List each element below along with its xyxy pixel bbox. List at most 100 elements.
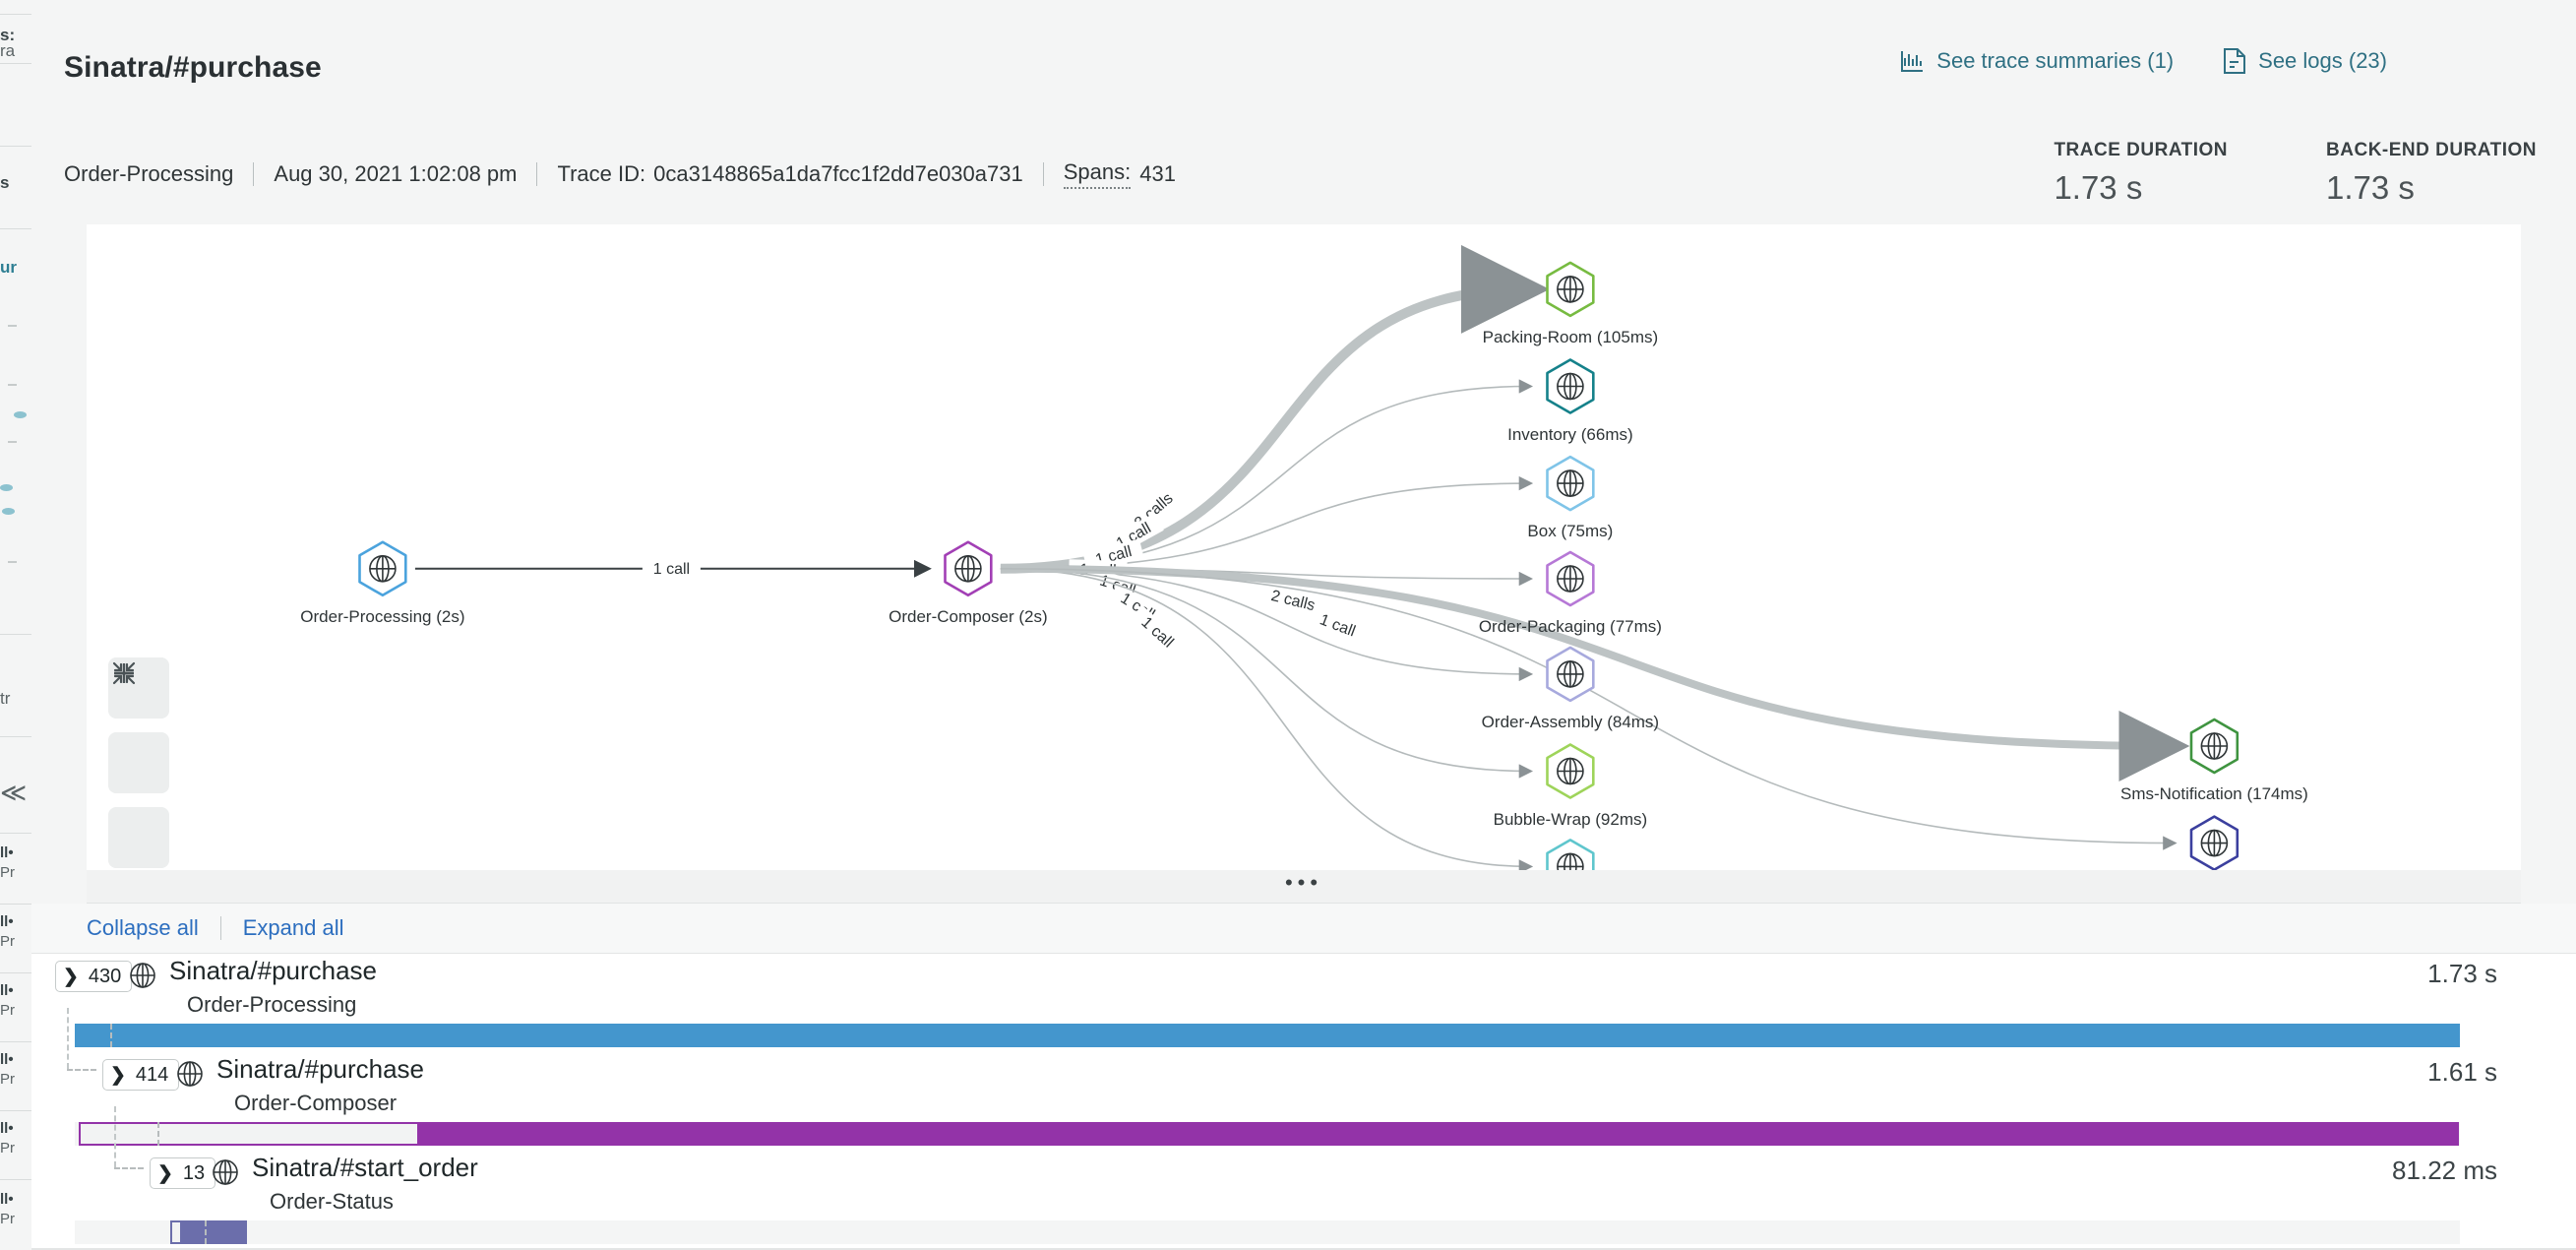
bg-fragment: s:	[0, 26, 16, 44]
see-logs-link[interactable]: See logs (23)	[2223, 47, 2387, 75]
service-map-node-label: Bubble-Wrap (92ms)	[1493, 809, 1648, 829]
globe-icon	[1557, 757, 1584, 785]
span-tree-tick	[110, 1024, 112, 1047]
service-map-edge	[1000, 568, 2177, 850]
service-map-node-label: Order-Packaging (77ms)	[1478, 617, 1662, 636]
see-logs-label: See logs (23)	[2258, 48, 2387, 73]
page-title: Sinatra/#purchase	[64, 51, 322, 84]
service-map-node[interactable]	[1546, 261, 1595, 318]
see-trace-summaries-link[interactable]: See trace summaries (1)	[1899, 48, 2174, 74]
service-map-edge	[1000, 568, 1534, 779]
span-service-name: Order-Processing	[187, 992, 357, 1017]
backend-duration-stat: BACK-END DURATION 1.73 s	[2326, 140, 2537, 207]
span-bar-client-segment	[169, 1220, 182, 1244]
service-map-edge	[1000, 568, 1534, 682]
map-resize-handle[interactable]: •••	[87, 870, 2521, 904]
globe-icon	[1557, 469, 1584, 497]
meta-spans-count: 431	[1139, 161, 1176, 186]
span-operation-name[interactable]: Sinatra/#purchase	[216, 1054, 425, 1084]
service-map-node[interactable]	[1546, 646, 1595, 703]
globe-icon	[175, 1059, 205, 1094]
span-bar[interactable]	[75, 1024, 2460, 1047]
service-map-node[interactable]	[358, 540, 407, 597]
service-map-node-label: Box (75ms)	[1527, 522, 1614, 541]
meta-timestamp: Aug 30, 2021 1:02:08 pm	[274, 161, 518, 186]
span-child-count: 430	[88, 965, 122, 987]
backend-duration-label: BACK-END DURATION	[2326, 140, 2537, 160]
span-tree-connector	[67, 1069, 96, 1071]
span-bar[interactable]	[181, 1220, 247, 1244]
span-expand-toggle[interactable]: ❯ 430	[55, 961, 133, 992]
meta-trace-id: 0ca3148865a1da7fcc1f2dd7e030a731	[653, 161, 1023, 186]
chevron-right-icon: ❯	[110, 1064, 126, 1086]
span-bar-track	[75, 1220, 2460, 1244]
service-map-node[interactable]	[1546, 455, 1595, 512]
span-expand-toggle[interactable]: ❯ 414	[102, 1059, 180, 1091]
globe-icon	[1557, 565, 1584, 593]
service-map-edge	[1000, 379, 1534, 570]
meta-spans-label: Spans:	[1063, 159, 1132, 189]
span-tree-tick	[205, 1220, 207, 1244]
service-map-node[interactable]	[2189, 718, 2239, 775]
chevron-right-icon: ❯	[63, 966, 79, 987]
globe-icon	[2200, 829, 2229, 857]
service-map-node-label: Sms-Notification (174ms)	[2119, 784, 2308, 803]
globe-icon	[369, 554, 397, 583]
service-map-node[interactable]	[1546, 358, 1595, 414]
meta-divider	[536, 162, 538, 186]
globe-icon	[128, 961, 157, 995]
span-bar-client-segment	[78, 1122, 420, 1146]
service-map-edge	[1000, 564, 2190, 781]
service-map-node-label: Order-Processing (2s)	[300, 606, 465, 626]
trace-duration-stat: TRACE DURATION 1.73 s	[2054, 140, 2228, 207]
span-bar-end-cap	[2446, 1122, 2459, 1146]
span-bar-end-cap	[234, 1220, 247, 1244]
fit-to-screen-button[interactable]	[108, 657, 169, 719]
document-icon	[2223, 47, 2246, 75]
service-map-node[interactable]	[944, 540, 993, 597]
span-child-count: 13	[182, 1161, 206, 1184]
service-map-node-label: Packing-Room (105ms)	[1482, 327, 1659, 346]
background-page-strip: s: ra s ur tr ≪ ll• Pr ll• Pr ll• Pr ll•…	[0, 0, 31, 1250]
globe-icon	[1557, 660, 1584, 688]
span-service-name: Order-Composer	[234, 1091, 398, 1115]
span-tree-guide	[67, 1008, 69, 1069]
span-duration: 81.22 ms	[2392, 1156, 2497, 1185]
globe-icon	[1557, 372, 1584, 401]
waterfall-toolbar: Collapse all Expand all	[31, 904, 2576, 954]
span-tree-guide	[114, 1106, 116, 1167]
globe-icon	[2200, 732, 2229, 760]
zoom-out-button[interactable]	[108, 671, 169, 868]
span-bar[interactable]	[419, 1122, 2459, 1146]
globe-icon	[954, 554, 982, 583]
span-operation-name[interactable]: Sinatra/#start_order	[252, 1153, 478, 1182]
service-map-node-label: Order-Composer (2s)	[889, 606, 1048, 626]
span-operation-name[interactable]: Sinatra/#purchase	[169, 956, 378, 985]
collapse-all-link[interactable]: Collapse all	[87, 915, 199, 940]
service-map-node-label: Order-Assembly (84ms)	[1481, 712, 1660, 731]
span-expand-toggle[interactable]: ❯13	[150, 1157, 216, 1189]
trace-duration-label: TRACE DURATION	[2054, 140, 2229, 160]
service-map-node[interactable]	[1546, 550, 1595, 607]
bg-fragment: tr	[0, 689, 11, 708]
span-service-name: Order-Status	[270, 1189, 394, 1214]
span-bar-track	[75, 1122, 2460, 1146]
meta-divider	[1042, 162, 1044, 186]
globe-icon	[211, 1157, 240, 1192]
bar-chart-icon	[1899, 48, 1925, 74]
zoom-in-button[interactable]	[108, 663, 169, 793]
service-map-node[interactable]	[1546, 743, 1595, 799]
service-map-node[interactable]	[2189, 815, 2239, 871]
trace-duration-value: 1.73 s	[2054, 169, 2143, 206]
span-duration: 1.73 s	[2427, 959, 2497, 988]
bg-fragment: ra	[0, 41, 16, 60]
span-child-count: 414	[135, 1063, 169, 1086]
expand-all-link[interactable]: Expand all	[242, 915, 344, 940]
backend-duration-value: 1.73 s	[2326, 169, 2415, 206]
